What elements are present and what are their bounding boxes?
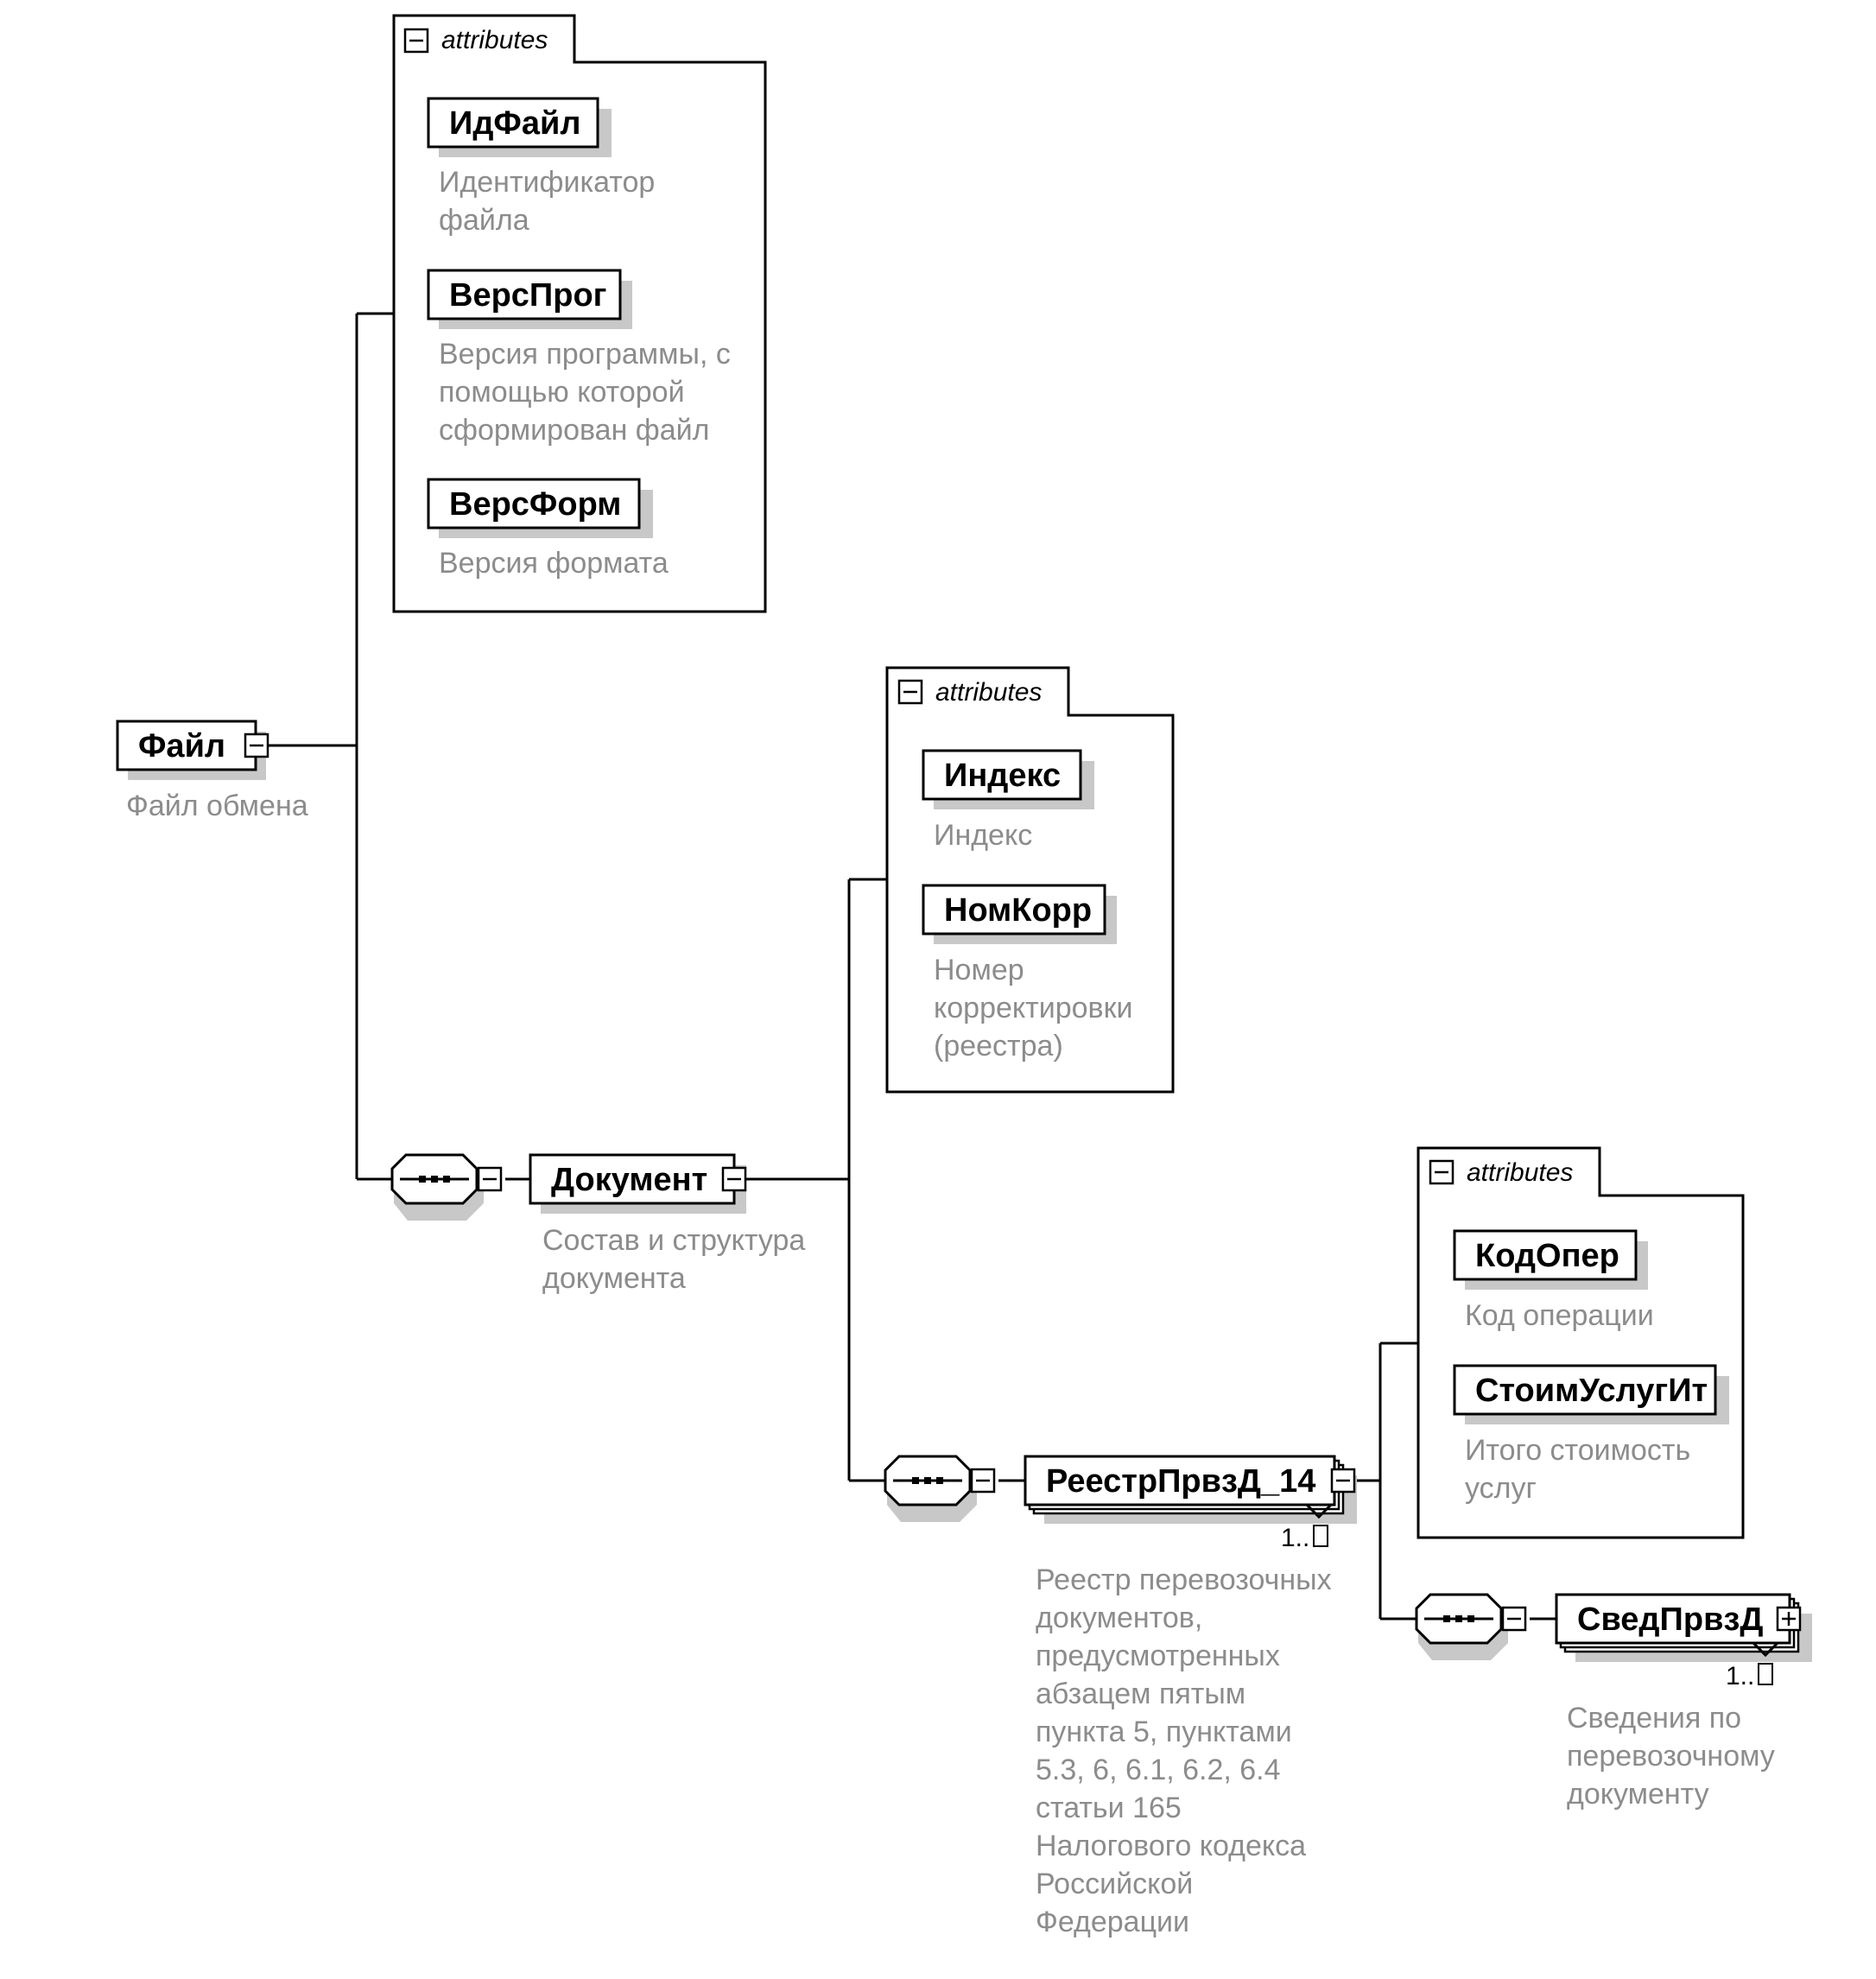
attribute-kodoper[interactable]: КодОпер xyxy=(1453,1229,1648,1290)
collapse-document-toggle[interactable] xyxy=(721,1166,747,1192)
attribute-idfile-description: Идентификатор файла xyxy=(439,166,663,237)
svg-text:РеестрПрвзД_14: РеестрПрвзД_14 xyxy=(1046,1463,1315,1500)
attributes-group-document: attributes Индекс Индекс НомКорр Номер к… xyxy=(885,666,1175,1094)
svg-text:КодОпер: КодОпер xyxy=(1475,1238,1619,1274)
attribute-kodoper-description: Код операции xyxy=(1465,1299,1654,1332)
element-transport-doc-info[interactable]: СведПрвзД xyxy=(1555,1593,1812,1662)
attributes-header: attributes xyxy=(441,26,548,54)
attribute-nomkorr-description: Номер корректировки (реестра) xyxy=(934,954,1141,1062)
svg-text:СтоимУслугИт: СтоимУслугИт xyxy=(1475,1373,1708,1409)
svg-text:Документ: Документ xyxy=(551,1162,707,1198)
expand-item-toggle[interactable] xyxy=(1776,1606,1802,1632)
element-file-description: Файл обмена xyxy=(126,790,308,822)
attributes-group-root: attributes ИдФайл Идентификатор файла Ве… xyxy=(392,14,767,613)
element-registry[interactable]: РеестрПрвзД_14 xyxy=(1024,1455,1357,1524)
element-transport-doc-info-description: Сведения по перевозочному документу xyxy=(1567,1702,1783,1811)
svg-text:ВерсПрог: ВерсПрог xyxy=(449,277,607,314)
attribute-index[interactable]: Индекс xyxy=(922,749,1094,809)
sequence-compositor-icon[interactable] xyxy=(1415,1593,1508,1660)
svg-text:ИдФайл: ИдФайл xyxy=(449,105,581,142)
collapse-attributes-toggle[interactable] xyxy=(1429,1159,1455,1185)
element-document-description: Состав и структура документа xyxy=(542,1224,814,1295)
attribute-stoimuslugit[interactable]: СтоимУслугИт xyxy=(1453,1364,1729,1424)
attributes-header: attributes xyxy=(1467,1158,1573,1187)
collapse-sequence-toggle[interactable] xyxy=(1501,1606,1527,1632)
collapse-file-toggle[interactable] xyxy=(244,733,269,758)
attribute-nomkorr[interactable]: НомКорр xyxy=(922,884,1117,944)
collapse-sequence-toggle[interactable] xyxy=(970,1468,996,1494)
attribute-idfile[interactable]: ИдФайл xyxy=(427,97,612,157)
item-cardinality: 1.. xyxy=(1726,1662,1754,1690)
svg-text:Индекс: Индекс xyxy=(944,758,1061,794)
collapse-attributes-toggle[interactable] xyxy=(403,28,429,54)
collapse-registry-toggle[interactable] xyxy=(1330,1468,1356,1494)
attribute-versprog-description: Версия программы, с помощью которой сфор… xyxy=(439,338,738,447)
element-file[interactable]: Файл xyxy=(116,720,266,780)
attribute-versform-description: Версия формата xyxy=(439,547,669,580)
registry-cardinality: 1.. xyxy=(1281,1524,1309,1552)
element-document[interactable]: Документ xyxy=(529,1153,746,1214)
attribute-index-description: Индекс xyxy=(934,819,1032,852)
connector-lines xyxy=(268,312,1556,1621)
sequence-compositor-icon[interactable] xyxy=(390,1153,484,1221)
collapse-sequence-toggle[interactable] xyxy=(477,1166,503,1192)
attribute-versform[interactable]: ВерсФорм xyxy=(427,478,653,538)
attribute-versprog[interactable]: ВерсПрог xyxy=(427,269,632,329)
attributes-group-registry: attributes КодОпер Код операции СтоимУсл… xyxy=(1417,1146,1745,1539)
unbounded-glyph-icon xyxy=(1758,1663,1773,1685)
svg-text:СведПрвзД: СведПрвзД xyxy=(1577,1602,1763,1638)
svg-text:НомКорр: НомКорр xyxy=(944,892,1092,929)
collapse-attributes-toggle[interactable] xyxy=(897,679,923,705)
svg-text:ВерсФорм: ВерсФорм xyxy=(449,486,621,523)
sequence-compositor-icon[interactable] xyxy=(884,1455,977,1522)
svg-text:Файл: Файл xyxy=(138,728,225,764)
unbounded-glyph-icon xyxy=(1313,1525,1328,1547)
element-registry-description: Реестр перевозочных документов, предусмо… xyxy=(1036,1564,1340,1938)
attributes-header: attributes xyxy=(935,678,1042,707)
attribute-stoimuslugit-description: Итого стоимость услуг xyxy=(1465,1434,1699,1505)
